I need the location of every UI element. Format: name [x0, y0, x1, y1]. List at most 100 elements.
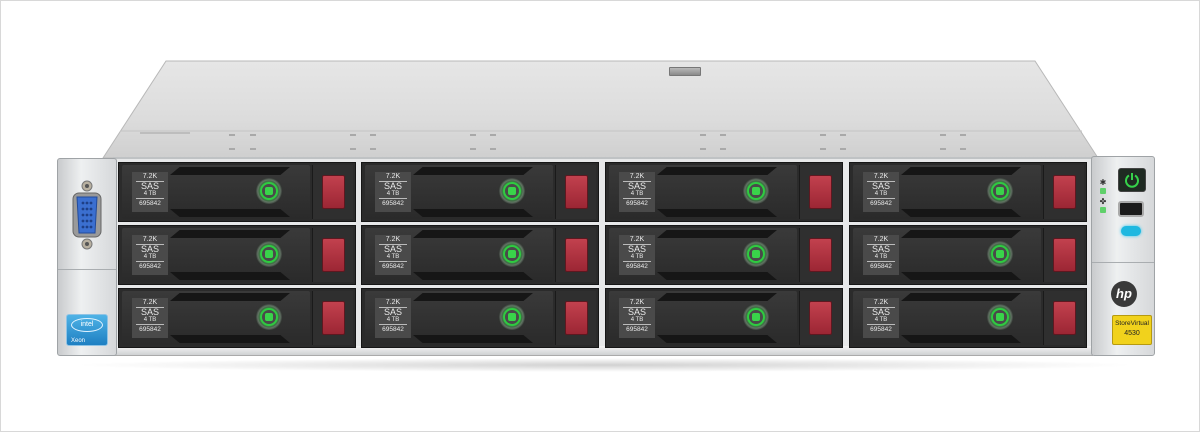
vent-slot: [657, 335, 777, 343]
release-button[interactable]: [1053, 301, 1076, 335]
drive-activity-led-icon: [256, 241, 282, 267]
release-button[interactable]: [565, 301, 588, 335]
led-core: [752, 250, 760, 258]
led-ring: [260, 182, 278, 200]
drive-release-latch[interactable]: [312, 165, 353, 219]
drive-release-latch[interactable]: [312, 228, 353, 282]
uid-button[interactable]: [1121, 226, 1141, 236]
intel-logo: intel: [71, 318, 103, 332]
release-button[interactable]: [565, 238, 588, 272]
power-button[interactable]: [1118, 168, 1146, 192]
right-rack-ear-control-panel: ✱ ✤ hp StoreVirtual 4530: [1091, 156, 1155, 356]
vga-port-icon[interactable]: [67, 179, 107, 251]
drive-release-latch[interactable]: [1043, 165, 1084, 219]
drive-release-latch[interactable]: [799, 165, 840, 219]
release-button[interactable]: [809, 175, 832, 209]
ear-divider: [1092, 262, 1154, 263]
drive-release-latch[interactable]: [555, 291, 596, 345]
drive-release-latch[interactable]: [1043, 228, 1084, 282]
drive-release-latch[interactable]: [312, 291, 353, 345]
drive-part-number: 695842: [626, 200, 648, 207]
vent-slot: [657, 230, 777, 238]
release-button[interactable]: [322, 175, 345, 209]
drive-activity-led-icon: [743, 178, 769, 204]
release-button[interactable]: [809, 238, 832, 272]
drive-part-number: 695842: [382, 263, 404, 270]
drive-capacity: 4 TB: [867, 191, 895, 199]
release-button[interactable]: [565, 175, 588, 209]
vent-slot: [413, 272, 533, 280]
drive-speed: 7.2K: [867, 298, 895, 308]
drive-capacity: 4 TB: [136, 191, 164, 199]
led-core: [752, 187, 760, 195]
led-ring: [991, 308, 1009, 326]
drive-speed: 7.2K: [623, 298, 651, 308]
led-core: [508, 313, 516, 321]
led-core: [996, 187, 1004, 195]
drive-capacity: 4 TB: [623, 254, 651, 262]
top-cover-release-latch[interactable]: [669, 67, 701, 76]
drive-capacity: 4 TB: [379, 254, 407, 262]
drive-part-number: 695842: [139, 263, 161, 270]
drive-speed: 7.2K: [379, 172, 407, 182]
usb-port[interactable]: [1118, 201, 1144, 217]
drive-release-latch[interactable]: [1043, 291, 1084, 345]
drive-release-latch[interactable]: [799, 291, 840, 345]
vent-slot: [413, 230, 533, 238]
drive-release-latch[interactable]: [555, 228, 596, 282]
release-button[interactable]: [1053, 175, 1076, 209]
storevirtual-model-badge: StoreVirtual 4530: [1112, 315, 1152, 345]
led-core: [996, 313, 1004, 321]
drive-speed: 7.2K: [136, 235, 164, 245]
drive-interface: SAS: [383, 181, 402, 191]
drive-capacity: 4 TB: [379, 317, 407, 325]
release-button[interactable]: [809, 301, 832, 335]
drive-capacity: 4 TB: [136, 317, 164, 325]
drive-release-latch[interactable]: [799, 228, 840, 282]
drive-interface: SAS: [140, 244, 159, 254]
vent-slot: [413, 167, 533, 175]
power-icon: [1125, 173, 1139, 188]
drive-activity-led-icon: [987, 178, 1013, 204]
drive-release-latch[interactable]: [555, 165, 596, 219]
release-button[interactable]: [322, 238, 345, 272]
drive-interface: SAS: [140, 307, 159, 317]
release-button[interactable]: [322, 301, 345, 335]
drive-part-number: 695842: [870, 326, 892, 333]
drive-interface: SAS: [383, 307, 402, 317]
release-button[interactable]: [1053, 238, 1076, 272]
